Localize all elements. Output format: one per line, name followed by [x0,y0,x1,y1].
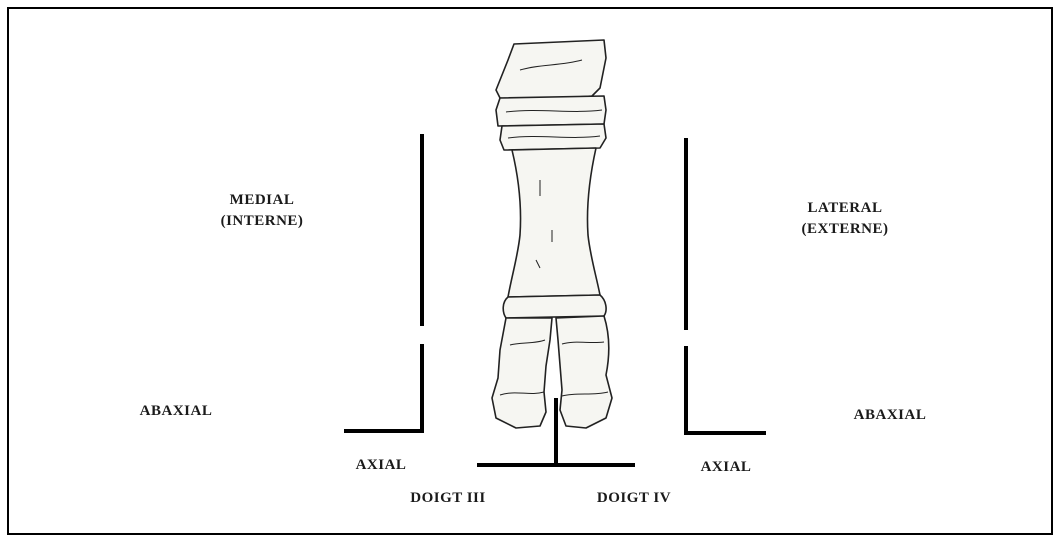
medial-label: MEDIAL [197,190,327,210]
bovine-foot-bone-icon [492,40,612,428]
medial-sub-label: (INTERNE) [197,211,327,231]
right-axial-bracket [686,346,766,433]
digit-iii-label: DOIGT III [388,488,508,508]
digit-iv-label: DOIGT IV [574,488,694,508]
left-axial-bracket [344,344,422,431]
lateral-label: LATERAL [780,198,910,218]
axial-left-label: AXIAL [336,455,426,475]
axial-right-label: AXIAL [681,457,771,477]
abaxial-right-label: ABAXIAL [840,405,940,425]
abaxial-left-label: ABAXIAL [126,401,226,421]
lateral-sub-label: (EXTERNE) [780,219,910,239]
